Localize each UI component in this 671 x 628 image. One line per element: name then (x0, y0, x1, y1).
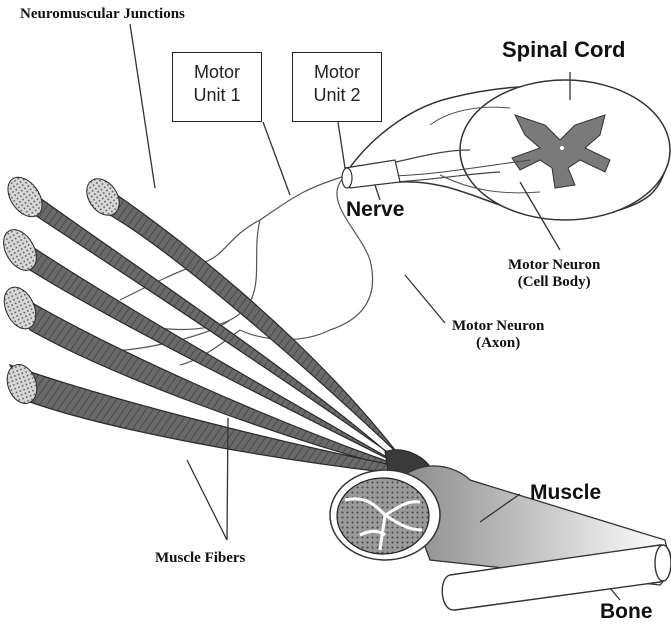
motor-unit-1-line-1: Motor (173, 61, 261, 84)
label-muscle-fibers: Muscle Fibers (155, 550, 245, 567)
label-motor-unit-1: Motor Unit 1 (172, 52, 262, 122)
motor-neuron-axon-line-2: (Axon) (452, 335, 544, 352)
motor-unit-2-line-2: Unit 2 (293, 84, 381, 107)
label-motor-neuron-axon: Motor Neuron (Axon) (452, 318, 544, 351)
motor-neuron-cell-body-line-1: Motor Neuron (508, 257, 600, 274)
label-motor-neuron-cell-body: Motor Neuron (Cell Body) (508, 257, 600, 290)
label-motor-unit-2: Motor Unit 2 (292, 52, 382, 122)
motor-neuron-cell-body-line-2: (Cell Body) (508, 274, 600, 291)
motor-unit-1-line-2: Unit 1 (173, 84, 261, 107)
motor-neuron-axon-line-1: Motor Neuron (452, 318, 544, 335)
motor-unit-2-line-1: Motor (293, 61, 381, 84)
label-muscle: Muscle (530, 481, 601, 504)
label-neuromuscular-junctions: Neuromuscular Junctions (20, 6, 185, 23)
label-spinal-cord: Spinal Cord (502, 38, 625, 62)
label-nerve: Nerve (346, 198, 404, 221)
label-bone: Bone (600, 600, 653, 623)
